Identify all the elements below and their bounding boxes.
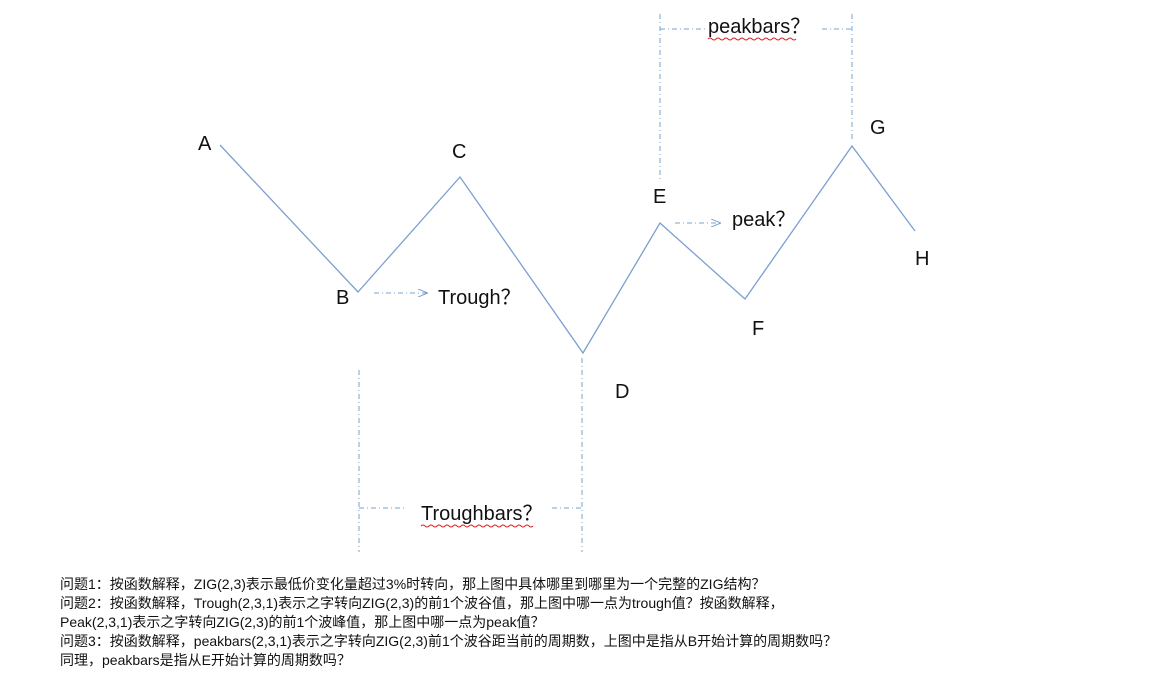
- trough-label: Trough？: [438, 287, 521, 309]
- question-3-line: 问题3：按函数解释，peakbars(2,3,1)表示之字转向ZIG(2,3)前…: [60, 633, 838, 649]
- point-label-d: D: [615, 381, 629, 403]
- point-label-h: H: [915, 248, 929, 270]
- question-text-block: 问题1：按函数解释，ZIG(2,3)表示最低价变化量超过3%时转向，那上图中具体…: [60, 575, 1140, 670]
- peakbars-label: peakbars？: [708, 16, 810, 38]
- question-2-line-1: 问题2：按函数解释，Trough(2,3,1)表示之字转向ZIG(2,3)的前1…: [60, 595, 784, 611]
- point-label-f: F: [752, 318, 764, 340]
- point-label-a: A: [198, 133, 212, 155]
- point-label-b: B: [336, 287, 349, 309]
- question-3-followup-line: 同理，peakbars是指从E开始计算的周期数吗？: [60, 652, 351, 668]
- peak-label: peak？: [732, 209, 795, 231]
- zigzag-diagram: A B C D E F G H Trough？ peak？ Troughbars…: [198, 14, 929, 552]
- peakbars-spellcheck-underline: [707, 37, 797, 41]
- zigzag-line: [219, 144, 916, 355]
- point-label-e: E: [653, 186, 666, 208]
- troughbars-spellcheck-underline: [420, 524, 534, 528]
- question-1-line: 问题1：按函数解释，ZIG(2,3)表示最低价变化量超过3%时转向，那上图中具体…: [60, 576, 766, 592]
- troughbars-label: Troughbars？: [421, 503, 543, 525]
- question-2-line-2: Peak(2,3,1)表示之字转向ZIG(2,3)的前1个波峰值，那上图中哪一点…: [60, 614, 545, 630]
- point-label-g: G: [870, 117, 886, 139]
- point-label-c: C: [452, 141, 466, 163]
